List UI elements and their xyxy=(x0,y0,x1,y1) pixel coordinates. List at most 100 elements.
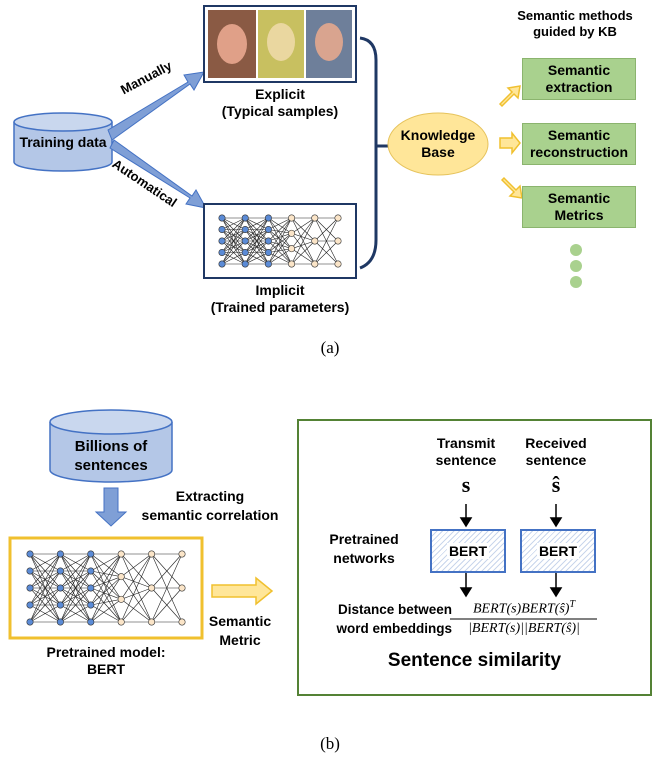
manually-arrow xyxy=(107,71,205,141)
network-edge xyxy=(151,587,183,623)
network-node xyxy=(218,237,226,245)
method-line2: Metrics xyxy=(554,207,604,223)
pretrained-networks-label: Pretrained networks xyxy=(304,530,424,568)
model-line2: BERT xyxy=(86,661,126,677)
ellipsis-dots xyxy=(570,244,582,288)
network-edge xyxy=(60,604,91,623)
distance-line2: word embeddings xyxy=(336,621,452,636)
training-data-label: Training data xyxy=(19,134,107,150)
billions-label: Billions of sentences xyxy=(50,437,172,475)
network-node xyxy=(117,573,125,581)
network-edge xyxy=(90,553,122,600)
network-edge xyxy=(120,553,152,600)
network-node xyxy=(87,584,95,592)
network-edge xyxy=(120,553,152,623)
distance-label: Distance between word embeddings xyxy=(300,600,452,638)
implicit-line1: Implicit xyxy=(255,282,305,298)
network-edge xyxy=(90,553,122,589)
network-node xyxy=(218,249,226,257)
network-node xyxy=(117,550,125,558)
network-node xyxy=(241,214,249,222)
pretrained-model-image xyxy=(8,536,204,640)
method-line2: extraction xyxy=(545,79,613,95)
network-edge xyxy=(90,570,122,600)
received-label: Received sentence xyxy=(510,435,602,469)
network-edge xyxy=(90,553,122,623)
network-edge xyxy=(244,217,269,253)
yellow-arrows xyxy=(498,85,523,199)
network-edge xyxy=(221,217,246,265)
model-line1: Pretrained model: xyxy=(46,644,166,660)
network-edge xyxy=(29,553,61,572)
network-edge xyxy=(60,553,92,623)
kb-line1: Knowledge xyxy=(400,127,476,143)
network-node xyxy=(241,249,249,257)
network-edge xyxy=(314,240,339,265)
network-edge xyxy=(244,229,269,265)
network-edge xyxy=(291,217,316,249)
formula-sup: T xyxy=(569,599,575,610)
network-edge xyxy=(151,553,183,623)
network-edge xyxy=(90,570,122,577)
network-edge xyxy=(120,553,152,589)
network-edge xyxy=(268,240,292,265)
received-line2: sentence xyxy=(525,452,587,468)
network-node xyxy=(311,214,319,222)
network-edge xyxy=(90,576,122,623)
network-node xyxy=(241,237,249,245)
network-node xyxy=(87,618,95,626)
network-edge xyxy=(221,240,246,265)
network-node xyxy=(26,550,34,558)
network-edge xyxy=(268,240,292,249)
network-node xyxy=(288,245,296,253)
network-edge xyxy=(121,599,152,623)
network-edge xyxy=(268,229,292,234)
network-edge xyxy=(60,570,92,623)
received-symbol: ŝ xyxy=(551,472,561,497)
explicit-line2: (Typical samples) xyxy=(221,103,339,119)
network-edge xyxy=(90,570,122,623)
network-node xyxy=(56,618,64,626)
network-node xyxy=(87,567,95,575)
bracket xyxy=(359,36,390,270)
billions-line1: Billions of xyxy=(74,438,148,455)
network-node xyxy=(26,601,34,609)
network-edge xyxy=(90,587,122,600)
extract-arrow xyxy=(94,487,128,527)
network-edge xyxy=(245,252,269,265)
network-edge xyxy=(268,248,292,253)
network-edge xyxy=(90,553,122,577)
kb-line2: Base xyxy=(421,144,455,160)
network-edge xyxy=(60,553,91,572)
network-edge xyxy=(268,229,292,265)
network-node xyxy=(26,618,34,626)
network-node xyxy=(334,260,342,268)
network-node xyxy=(288,214,296,222)
method-line1: Semantic xyxy=(547,62,611,78)
network-node xyxy=(264,260,272,268)
implicit-line2: (Trained parameters) xyxy=(210,299,350,315)
transmit-line1: Transmit xyxy=(436,435,496,451)
method-line2: reconstruction xyxy=(529,144,628,160)
network-edge xyxy=(121,553,152,577)
training-data-cylinder xyxy=(13,112,113,172)
network-edge xyxy=(268,217,292,265)
network-edge xyxy=(291,217,316,242)
network-node xyxy=(56,550,64,558)
network-edge xyxy=(90,553,122,572)
network-edge xyxy=(29,570,61,623)
network-edge xyxy=(29,587,61,623)
bert-right-label: BERT xyxy=(536,543,580,559)
network-edge xyxy=(268,217,292,242)
network-edge xyxy=(60,553,92,589)
network-node xyxy=(26,584,34,592)
bert-box-transmit: BERT xyxy=(430,529,506,573)
network-node xyxy=(334,237,342,245)
network-edge xyxy=(291,240,315,249)
extracting-line2: semantic correlation xyxy=(141,507,279,523)
network-edge xyxy=(60,587,92,623)
network-edge xyxy=(120,587,152,623)
network-edge xyxy=(291,233,315,242)
billions-cylinder xyxy=(49,409,173,483)
